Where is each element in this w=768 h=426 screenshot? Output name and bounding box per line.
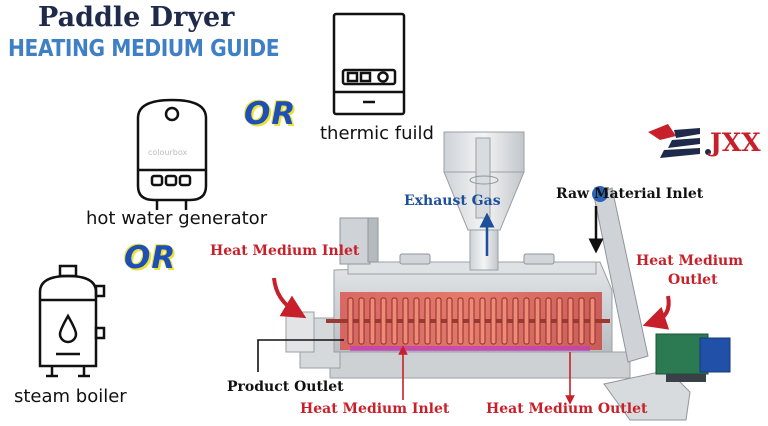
paddle-blade — [479, 297, 486, 345]
paddle-blade — [501, 297, 508, 345]
paddle-blade — [402, 297, 409, 345]
thermic-fluid-heater-icon — [332, 12, 406, 116]
steam-boiler-caption: steam boiler — [14, 386, 127, 407]
heat-medium-outlet-right-arrow — [642, 295, 671, 330]
page-title: Paddle Dryer — [38, 2, 235, 33]
paddle-blade — [512, 297, 519, 345]
paddle-blade — [545, 297, 552, 345]
raw-material-inlet-label: Raw Material Inlet — [556, 186, 704, 202]
paddle-blade — [578, 297, 585, 345]
paddle-blade — [457, 297, 464, 345]
paddle-blade — [369, 297, 376, 345]
exhaust-gas-label: Exhaust Gas — [404, 193, 501, 209]
paddle-blade — [468, 297, 475, 345]
paddles — [347, 297, 596, 345]
paddle-blade — [413, 297, 420, 345]
heat-medium-outlet-bottom-label: Heat Medium Outlet — [486, 401, 648, 417]
paddle-blade — [435, 297, 442, 345]
paddle-blade — [391, 297, 398, 345]
paddle-dryer-machine — [285, 131, 731, 421]
heat-medium-inlet-top-arrow — [272, 277, 307, 319]
paddle-blade — [446, 297, 453, 345]
paddle-blade — [347, 297, 354, 345]
hot-water-generator-caption: hot water generator — [86, 208, 268, 229]
paddle-blade — [567, 297, 574, 345]
heat-medium-inlet-bottom-label: Heat Medium Inlet — [300, 401, 450, 417]
paddle-blade — [424, 297, 431, 345]
or-separator-2: OR — [124, 240, 177, 276]
product-outlet-label: Product Outlet — [227, 379, 344, 395]
heat-medium-inlet-top-label: Heat Medium Inlet — [210, 243, 360, 259]
paddle-blade — [380, 297, 387, 345]
watermark-text: colourbox — [148, 148, 188, 157]
hot-water-generator-icon — [136, 98, 208, 210]
paddle-blade — [534, 297, 541, 345]
brand-logo-icon — [648, 124, 711, 158]
or-separator-1: OR — [244, 96, 297, 132]
paddle-blade — [490, 297, 497, 345]
steam-boiler-icon — [38, 264, 106, 378]
heat-medium-outlet-right-label-line2: Outlet — [668, 272, 718, 288]
brand-name: JXX — [710, 128, 761, 157]
paddle-blade — [589, 297, 596, 345]
page-subtitle: HEATING MEDIUM GUIDE — [8, 36, 280, 62]
heat-medium-outlet-right-label-line1: Heat Medium — [636, 253, 744, 269]
paddle-blade — [358, 297, 365, 345]
paddle-blade — [523, 297, 530, 345]
paddle-blade — [556, 297, 563, 345]
thermic-fluid-caption: thermic fuild — [320, 123, 434, 144]
product-outlet-pointer — [257, 339, 344, 372]
